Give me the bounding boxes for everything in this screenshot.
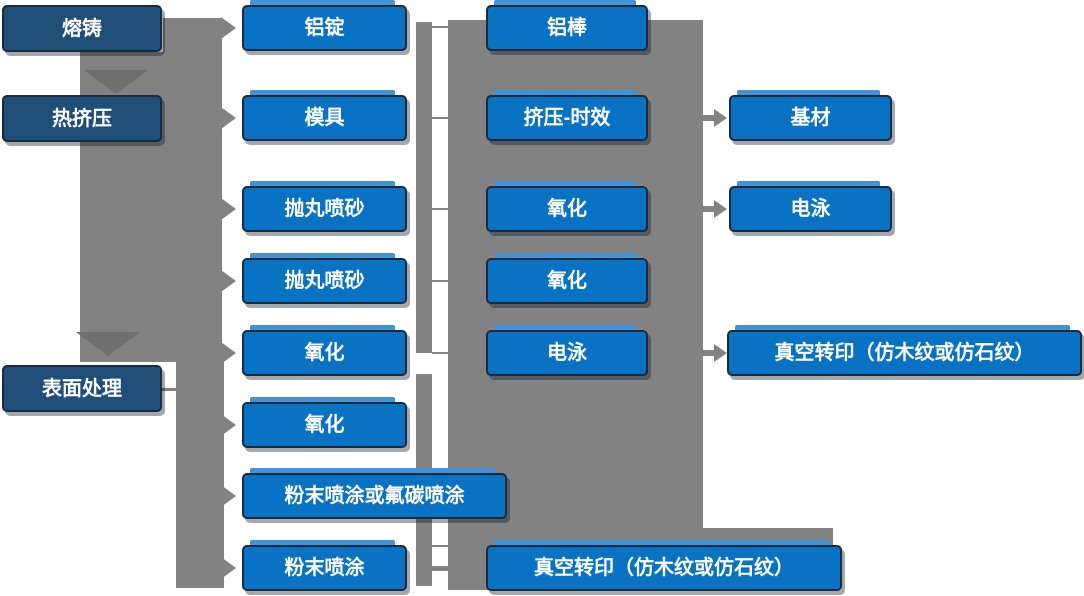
box-extrusion-aging-label: 挤压-时效 [523, 107, 611, 129]
box-mold: 模具 [242, 90, 407, 141]
box-surface-treatment: 表面处理 [2, 365, 162, 412]
arrow-shaft-to-base-material [703, 115, 715, 121]
box-aluminum-rod-label: 铝棒 [547, 17, 587, 39]
box-vacuum-transfer-b-label: 真空转印（仿木纹或仿石纹） [774, 342, 1035, 364]
box-oxidation-c-label: 氧化 [547, 198, 587, 220]
connector-tick-row2 [432, 117, 448, 119]
arrow-to-aluminum-ingot-icon [221, 17, 236, 39]
arrow-shaft-to-electrophoresis-b [703, 206, 715, 212]
box-powder-or-fluorocarbon-label: 粉末喷涂或氟碳喷涂 [284, 485, 465, 507]
arrow-down-to-surface-treatment-icon [76, 332, 140, 356]
box-vacuum-transfer-a: 真空转印（仿木纹或仿石纹） [486, 540, 842, 591]
arrow-to-mold-icon [221, 107, 236, 129]
box-melting: 熔铸 [2, 5, 162, 52]
connector-surface-link-line [162, 388, 178, 391]
arrow-shaft-to-vacuum-transfer-b [703, 350, 715, 356]
connector-tick-row4 [432, 280, 448, 282]
box-electrophoresis-a-label: 电泳 [547, 342, 587, 364]
arrow-to-shot-blasting-2-icon [221, 270, 236, 292]
connector-tick-row8b [432, 566, 462, 571]
box-shot-blasting-2: 抛丸喷砂 [242, 253, 407, 304]
box-oxidation-a: 氧化 [242, 325, 407, 376]
box-oxidation-d-label: 氧化 [547, 270, 587, 292]
box-shot-blasting-1-label: 抛丸喷砂 [284, 198, 365, 220]
arrow-to-vacuum-transfer-b-icon [714, 344, 727, 362]
box-powder-or-fluorocarbon: 粉末喷涂或氟碳喷涂 [242, 468, 507, 519]
box-oxidation-d: 氧化 [486, 253, 648, 304]
box-shot-blasting-1: 抛丸喷砂 [242, 181, 407, 232]
box-powder-coating-label: 粉末喷涂 [284, 557, 365, 579]
box-aluminum-rod: 铝棒 [486, 0, 648, 51]
arrow-to-electrophoresis-b-icon [714, 200, 727, 218]
connector-left-trunk [163, 18, 222, 362]
connector-tick-row3 [432, 208, 448, 210]
box-electrophoresis-b-label: 电泳 [790, 198, 831, 220]
box-extrusion-aging: 挤压-时效 [486, 90, 648, 141]
box-oxidation-a-label: 氧化 [304, 342, 345, 364]
arrow-to-powder-or-fluorocarbon-icon [221, 485, 236, 507]
arrow-to-shot-blasting-1-icon [221, 198, 236, 220]
connector-surface-trunk [176, 362, 224, 588]
connector-tick-row1 [432, 26, 448, 28]
box-vacuum-transfer-b: 真空转印（仿木纹或仿石纹） [727, 325, 1082, 376]
box-hot-extrusion: 热挤压 [2, 95, 162, 142]
arrow-to-powder-coating-icon [221, 557, 236, 579]
box-oxidation-b-label: 氧化 [304, 414, 345, 436]
box-hot-extrusion-label: 热挤压 [52, 107, 112, 130]
connector-tick-row5 [432, 352, 448, 354]
arrow-to-oxidation-a-icon [221, 342, 236, 364]
box-aluminum-ingot-label: 铝锭 [304, 17, 345, 39]
box-vacuum-transfer-a-label: 真空转印（仿木纹或仿石纹） [534, 557, 794, 579]
box-mold-label: 模具 [304, 107, 345, 129]
box-surface-treatment-label: 表面处理 [42, 377, 122, 400]
arrow-to-base-material-icon [714, 109, 727, 127]
connector-mid-rail-upper [416, 22, 432, 353]
arrow-to-oxidation-b-icon [221, 414, 236, 436]
box-oxidation-b: 氧化 [242, 397, 407, 448]
box-powder-coating: 粉末喷涂 [242, 540, 407, 591]
box-melting-label: 熔铸 [62, 17, 102, 40]
box-base-material: 基材 [729, 90, 892, 141]
box-oxidation-c: 氧化 [486, 181, 648, 232]
box-aluminum-ingot: 铝锭 [242, 0, 407, 51]
box-electrophoresis-b: 电泳 [729, 181, 892, 232]
box-shot-blasting-2-label: 抛丸喷砂 [284, 270, 365, 292]
connector-tick-row8a [432, 545, 448, 547]
arrow-down-to-hot-extrusion-icon [84, 70, 148, 94]
box-electrophoresis-a: 电泳 [486, 325, 648, 376]
box-base-material-label: 基材 [790, 107, 831, 129]
